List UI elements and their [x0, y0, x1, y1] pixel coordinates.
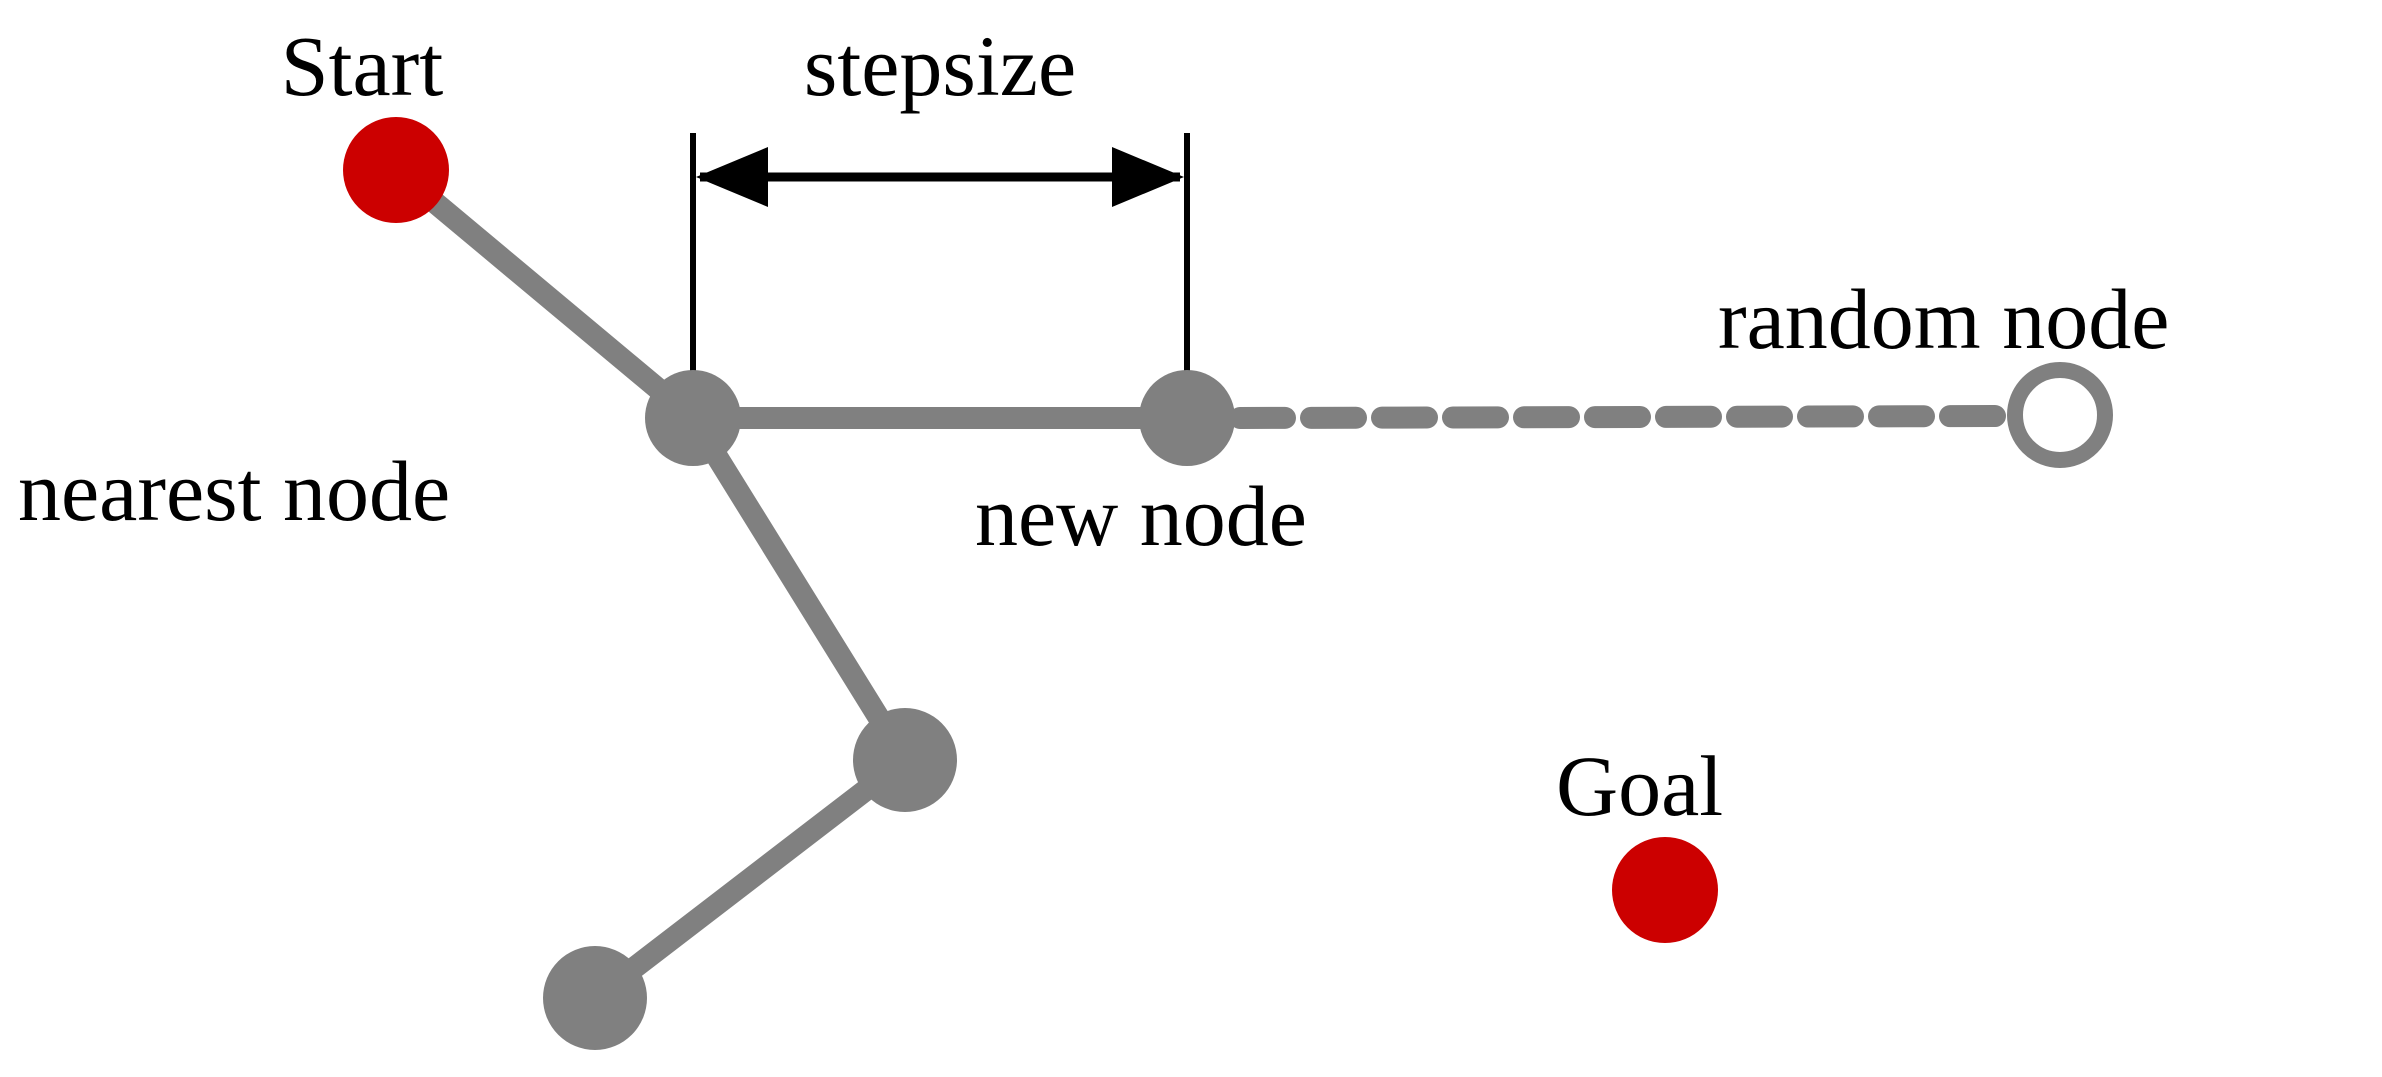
stepsize-arrowhead-left — [696, 147, 768, 207]
tree-nodes — [343, 117, 2113, 1050]
edge-new-to-random-dashed — [1229, 405, 2023, 429]
edge-middle-to-leaf — [584, 749, 916, 1009]
stepsize-label: stepsize — [804, 18, 1076, 114]
edge-start-to-nearest — [385, 159, 704, 429]
tree-node-middle[interactable] — [853, 708, 957, 812]
goal-label: Goal — [1556, 738, 1723, 834]
random-node[interactable] — [2007, 362, 2113, 468]
new-node-label: new node — [975, 468, 1307, 564]
new-node[interactable] — [1139, 370, 1235, 466]
stepsize-dimension — [690, 133, 1190, 372]
random-node-label: random node — [1718, 271, 2169, 367]
edge-nearest-to-middle — [682, 407, 916, 771]
tree-edges — [385, 159, 2023, 1009]
stepsize-arrowhead-right — [1112, 147, 1184, 207]
diagram-labels: Start stepsize nearest node new node ran… — [18, 18, 2169, 834]
goal-node[interactable] — [1612, 837, 1718, 943]
nearest-node-label: nearest node — [18, 443, 450, 539]
nearest-node[interactable] — [645, 370, 741, 466]
start-label: Start — [281, 18, 444, 114]
start-node[interactable] — [343, 117, 449, 223]
tree-node-leaf[interactable] — [543, 946, 647, 1050]
